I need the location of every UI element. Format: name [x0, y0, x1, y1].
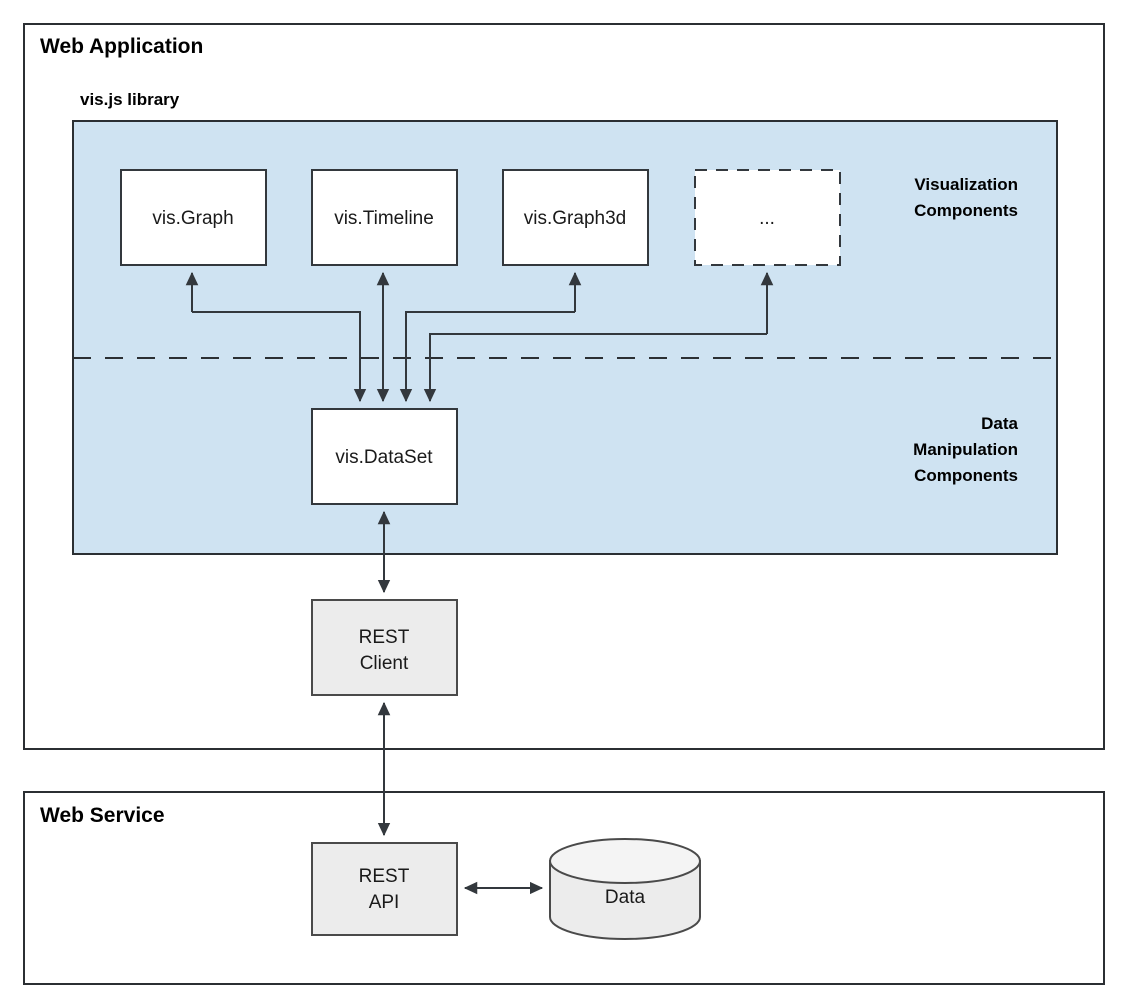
group-label-data-line1: Data [981, 414, 1018, 433]
node-label-vis-timeline: vis.Timeline [334, 208, 434, 229]
connector-vis-graph-to-dataset [192, 311, 367, 403]
group-label-data-line2: Manipulation [913, 440, 1018, 459]
node-label-data-store: Data [605, 887, 646, 908]
node-label-vis-dataset: vis.DataSet [335, 447, 433, 468]
group-label-visualization-line1: Visualization [914, 175, 1018, 194]
frame-title-web-application: Web Application [40, 35, 203, 58]
node-label-rest-api-line2: API [369, 892, 400, 913]
node-vis-dataset[interactable] [311, 408, 458, 505]
node-label-rest-api-line1: REST [359, 866, 410, 887]
node-label-rest-client-line2: Client [360, 653, 409, 674]
node-data-store[interactable] [549, 838, 701, 940]
node-label-more-components: ... [759, 208, 775, 229]
library-title: vis.js library [80, 90, 180, 109]
group-label-visualization-line2: Components [914, 201, 1018, 220]
node-rest-api[interactable] [311, 842, 458, 936]
frame-title-web-service: Web Service [40, 804, 165, 827]
node-label-vis-graph: vis.Graph [152, 208, 233, 229]
connector-more-components-to-dataset [423, 333, 767, 403]
node-vis-timeline[interactable] [311, 169, 458, 266]
node-label-vis-graph3d: vis.Graph3d [524, 208, 626, 229]
node-more-components[interactable] [694, 169, 841, 266]
node-vis-graph[interactable] [120, 169, 267, 266]
node-vis-graph3d[interactable] [502, 169, 649, 266]
group-label-data-line3: Components [914, 466, 1018, 485]
node-label-rest-client-line1: REST [359, 627, 410, 648]
connector-vis-graph3d-to-dataset [399, 311, 575, 403]
node-rest-client[interactable] [311, 599, 458, 696]
